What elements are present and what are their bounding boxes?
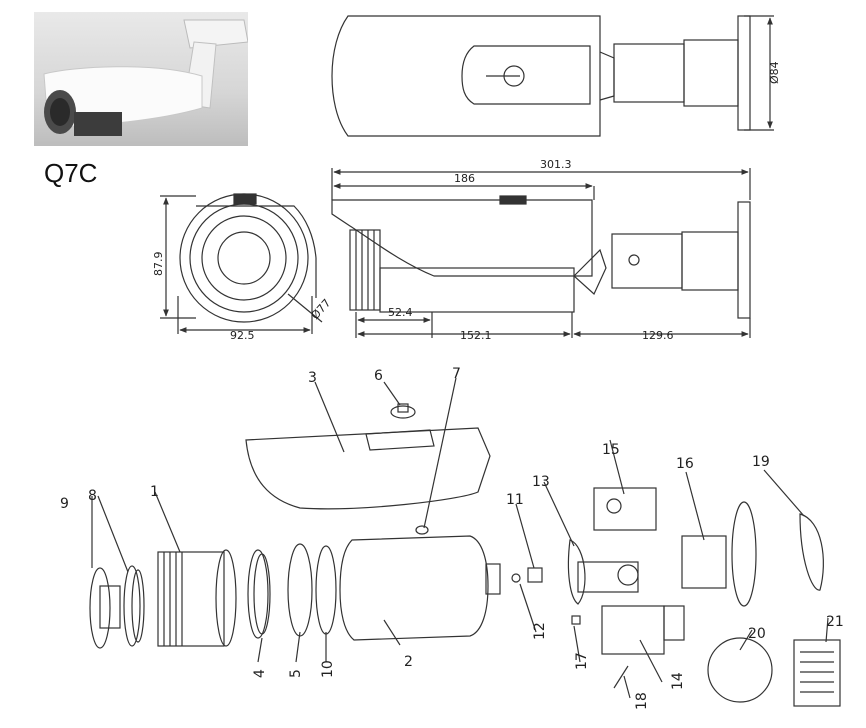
- callout-16: 16: [676, 456, 694, 472]
- dim-total-length: 301.3: [540, 158, 572, 171]
- callout-14: 14: [670, 672, 686, 690]
- callout-2: 2: [404, 654, 413, 670]
- front-view: [160, 193, 323, 334]
- dim-front-height: 87.9: [152, 252, 165, 277]
- callout-5: 5: [288, 669, 304, 678]
- callout-18: 18: [634, 692, 650, 710]
- top-view: [331, 15, 774, 137]
- callout-7: 7: [452, 366, 461, 382]
- dim-body-length: 152.1: [460, 329, 492, 342]
- side-view: [331, 168, 751, 338]
- callout-19: 19: [752, 454, 770, 470]
- dim-bracket-length: 129.6: [642, 329, 674, 342]
- callout-12: 12: [532, 622, 548, 640]
- callout-1: 1: [150, 484, 159, 500]
- camera-photo-illustration: [43, 19, 249, 136]
- callout-3: 3: [308, 370, 317, 386]
- dim-front-width: 92.5: [230, 329, 255, 342]
- callout-17: 17: [574, 652, 590, 670]
- callout-10: 10: [320, 660, 336, 678]
- callout-21: 21: [826, 614, 844, 630]
- exploded-view: [89, 377, 841, 707]
- dim-hood-length: 186: [454, 172, 475, 185]
- callout-8: 8: [88, 488, 97, 504]
- callout-4: 4: [252, 669, 268, 678]
- callout-15: 15: [602, 442, 620, 458]
- part-callouts: 1 2 3 6 7 9 8 4 5 10 11 12 13 14 15 16 1…: [60, 366, 844, 710]
- callout-9: 9: [60, 496, 69, 512]
- callout-11: 11: [506, 492, 524, 508]
- model-label: Q7C: [44, 158, 98, 188]
- dim-mount-diameter: Ø84: [768, 61, 781, 84]
- product-photo: [34, 12, 249, 146]
- callout-20: 20: [748, 626, 766, 642]
- callout-13: 13: [532, 474, 550, 490]
- dim-lens-length: 52.4: [388, 306, 413, 319]
- callout-4-cap: 6: [374, 368, 383, 384]
